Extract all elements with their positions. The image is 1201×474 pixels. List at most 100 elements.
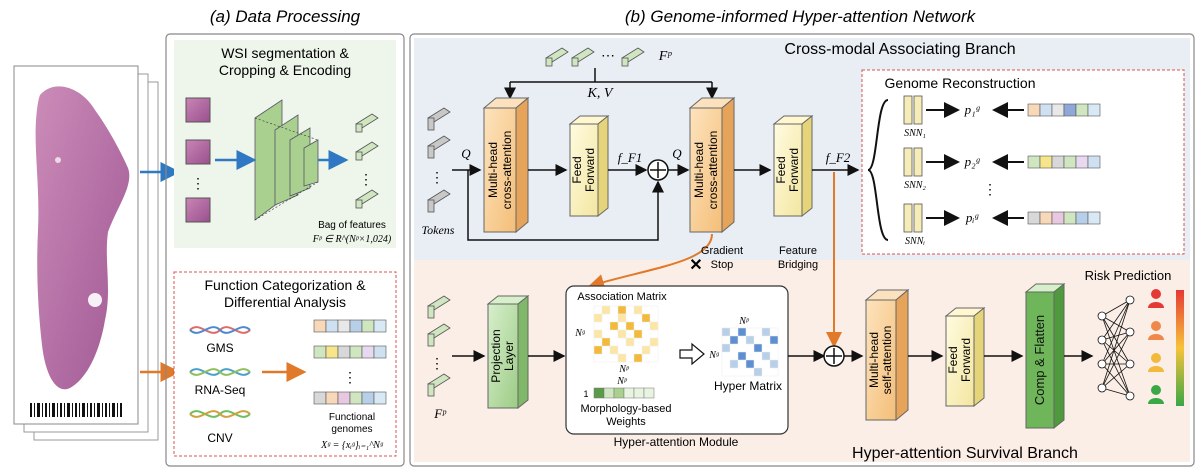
svg-text:Multi-head: Multi-head — [486, 142, 500, 198]
hollow-arrow — [679, 342, 705, 366]
risk-neural-net — [1097, 295, 1135, 401]
association-matrix — [593, 305, 659, 363]
svg-text:Forward: Forward — [583, 148, 597, 192]
ff1-output-label: f_F1 — [618, 150, 643, 165]
brace — [867, 99, 889, 241]
residual-line-1 — [467, 170, 664, 241]
q1-label: Q — [461, 146, 471, 161]
svg-text:Layer: Layer — [502, 341, 516, 371]
svg-text:✕: ✕ — [689, 257, 702, 274]
genome-bars — [313, 319, 387, 405]
svg-text:Comp & Flatten: Comp & Flatten — [1032, 315, 1047, 405]
snn2-label: SNN₂ — [904, 180, 926, 191]
ff-block-3: Feed Forward — [944, 306, 986, 408]
hyper-matrix — [721, 327, 779, 377]
svg-text:Feed: Feed — [774, 156, 788, 183]
func-genomes-2: genomes — [331, 424, 372, 435]
survival-branch-bg — [414, 260, 1190, 462]
comp-flatten-block: Comp & Flatten — [1024, 282, 1066, 430]
tokens-label: Tokens — [422, 223, 455, 237]
svg-text:⋯: ⋯ — [601, 47, 615, 63]
svg-text:Feed: Feed — [946, 346, 960, 373]
genome-formula: Xᵍ = {xᵢᵍ}ᵢ₌₁^Nᵍ — [320, 440, 384, 451]
fp-top-label: Fᵖ — [658, 49, 673, 64]
risk-gradient-bar — [1176, 290, 1184, 406]
fp-tokens-top — [545, 47, 645, 67]
svg-text:Multi-head: Multi-head — [867, 332, 881, 388]
risk-person-icons — [1148, 289, 1164, 404]
ff2-output-label: f_F2 — [826, 150, 851, 165]
func-title-1: Function Categorization & — [204, 277, 366, 293]
svg-text:⋮: ⋮ — [430, 355, 444, 371]
hyper-matrix-label: Hyper Matrix — [714, 379, 782, 393]
add-node-2 — [823, 345, 845, 367]
svg-text:Forward: Forward — [787, 148, 801, 192]
wsi-title-1: WSI segmentation & — [221, 45, 349, 61]
panel-b — [409, 33, 1195, 467]
bag-formula: Fᵖ ∈ R^(Nᵖ×1,024) — [312, 234, 392, 245]
mhsa-block: Multi-head self-attention — [864, 288, 910, 422]
kv-label: K, V — [587, 86, 614, 101]
one-label: 1 — [583, 389, 588, 399]
func-genomes-1: Functional — [329, 412, 375, 423]
np-label-2: Nᵖ — [616, 376, 628, 387]
gradient-stop-arrow — [588, 233, 713, 290]
wsi-title-2: Cropping & Encoding — [219, 62, 351, 78]
title-b: (b) Genome-informed Hyper-attention Netw… — [625, 7, 977, 26]
morphology-weights — [593, 387, 655, 399]
gradient-label-1: Gradient — [701, 245, 743, 257]
mhca-block-1: Multi-head cross-attention — [482, 96, 530, 234]
ff-block-1: Feed Forward — [568, 114, 610, 218]
snn-blocks — [903, 95, 923, 233]
mhca-block-2: Multi-head cross-attention — [688, 96, 736, 234]
panel-a — [165, 33, 405, 467]
wsi-slide-stack — [13, 65, 159, 441]
p1-label: p₁ᵍ — [964, 102, 981, 117]
svg-text:cross-attention: cross-attention — [500, 131, 514, 210]
survival-title: Hyper-attention Survival Branch — [852, 445, 1078, 462]
svg-text:cross-attention: cross-attention — [706, 131, 720, 210]
snn1-label: SNN₁ — [904, 128, 926, 139]
svg-text:⋮: ⋮ — [983, 181, 997, 197]
encoder-network — [254, 99, 319, 221]
assoc-matrix-title: Association Matrix — [577, 291, 667, 303]
feature-label-1: Feature — [779, 245, 817, 257]
add-node-1 — [647, 159, 669, 181]
svg-text:⋮: ⋮ — [343, 369, 357, 385]
module-title: Hyper-attention Module — [614, 435, 739, 449]
target-genome-bars — [1027, 103, 1101, 225]
projection-layer: Projection Layer — [486, 294, 530, 410]
gradient-label-2: Stop — [711, 259, 734, 271]
cross-modal-title: Cross-modal Associating Branch — [784, 41, 1015, 58]
fp-tokens-bottom — [427, 295, 451, 397]
tokens — [427, 107, 451, 213]
risk-label: Risk Prediction — [1085, 268, 1172, 283]
ng-label: Nᵍ — [574, 328, 586, 339]
barcode — [30, 403, 122, 417]
svg-text:Projection: Projection — [489, 329, 503, 382]
pi-label: pᵢᵍ — [965, 210, 980, 225]
q2-label: Q — [672, 146, 682, 161]
func-title-2: Differential Analysis — [224, 294, 346, 310]
svg-text:Forward: Forward — [959, 338, 973, 382]
bag-label: Bag of features — [318, 220, 386, 231]
svg-text:self-attention: self-attention — [880, 326, 894, 395]
rna-label: RNA-Seq — [195, 383, 246, 397]
p2-label: p₂ᵍ — [964, 154, 981, 169]
morph-label-2: Weights — [606, 416, 646, 428]
svg-text:⋮: ⋮ — [359, 171, 373, 187]
ff-block-2: Feed Forward — [772, 114, 814, 218]
function-box — [173, 271, 397, 457]
cnv-label: CNV — [207, 431, 232, 445]
svg-text:⋮: ⋮ — [430, 169, 444, 185]
feature-bag — [355, 113, 379, 209]
np-label: Nᵖ — [618, 364, 630, 375]
svg-text:Feed: Feed — [570, 156, 584, 183]
morph-label-1: Morphology-based — [580, 403, 671, 415]
dna-icons — [189, 326, 251, 418]
tissue-patches: ⋮ — [185, 97, 211, 223]
gms-label: GMS — [206, 341, 233, 355]
genome-recon-title: Genome Reconstruction — [885, 75, 1036, 91]
ng-label-2: Nᵍ — [708, 350, 720, 361]
